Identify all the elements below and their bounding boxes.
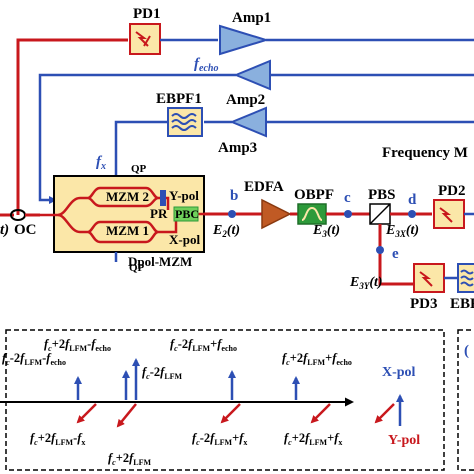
obpf-label: OBPF bbox=[294, 187, 334, 203]
spectrum-top-labels: fc-2fLFM-fecho fc+2fLFM-fecho fc-2fLFM+f… bbox=[2, 337, 352, 381]
e2-label: E2(t) bbox=[212, 223, 240, 239]
echo-line-to-mzm bbox=[38, 73, 236, 204]
ebpf1-block: EBPF1 bbox=[156, 91, 203, 137]
pbs-label: PBS bbox=[368, 187, 396, 203]
ypol-arrow-3 bbox=[220, 403, 241, 424]
ebf-block: EBF bbox=[450, 263, 474, 312]
point-b-label: b bbox=[230, 188, 238, 204]
point-c-dot bbox=[344, 210, 352, 218]
qp-top-label: QP bbox=[131, 163, 147, 175]
pr-label: PR bbox=[150, 206, 168, 221]
spec-top-label-5: fc+2fLFM+fecho bbox=[282, 351, 352, 367]
ypol-arrow-2 bbox=[116, 403, 137, 428]
fecho-label: fecho bbox=[194, 56, 218, 74]
xpol-label: X-pol bbox=[169, 232, 200, 247]
spec-bottom-label-1: fc+2fLFM-fx bbox=[30, 431, 85, 447]
pd2-label: PD2 bbox=[438, 183, 466, 199]
spec-top-label-2: fc+2fLFM-fecho bbox=[44, 337, 111, 353]
pd3-label: PD3 bbox=[410, 296, 438, 312]
pbc-element bbox=[173, 206, 199, 222]
edfa-label: EDFA bbox=[244, 179, 284, 195]
amp2-triangle bbox=[233, 59, 271, 91]
e3x-label: E3X(t) bbox=[385, 223, 419, 239]
point-e-label: e bbox=[392, 246, 399, 262]
ypol-label: Y-pol bbox=[169, 188, 199, 203]
dpol-mzm-label: Dpol-MZM bbox=[128, 254, 192, 269]
side-panel-mark: ( bbox=[464, 343, 469, 359]
pd3-block: PD3 bbox=[410, 263, 445, 312]
edfa-triangle bbox=[261, 198, 292, 230]
e3y-label: E3Y(t) bbox=[349, 275, 383, 291]
spectrum-bottom-labels: fc+2fLFM-fx fc+2fLFM fc-2fLFM+fx fc+2fLF… bbox=[30, 431, 342, 467]
legend-ypol-label: Y-pol bbox=[388, 433, 420, 448]
amp3-label: Amp3 bbox=[218, 140, 257, 156]
pbs-y-out-line bbox=[378, 224, 420, 286]
ypol-arrows bbox=[76, 403, 395, 428]
amp3-triangle bbox=[229, 106, 267, 138]
point-c-label: c bbox=[344, 190, 351, 206]
optical-line-to-pd1 bbox=[16, 38, 128, 215]
pr-element bbox=[160, 190, 166, 206]
ebpf1-label: EBPF1 bbox=[156, 91, 202, 107]
spectrum-panel bbox=[5, 329, 445, 471]
spec-bottom-label-4: fc+2fLFM+fx bbox=[284, 431, 342, 447]
ebf-label: EBF bbox=[450, 296, 474, 312]
amp1-triangle bbox=[219, 24, 270, 56]
amp1-label: Amp1 bbox=[232, 10, 271, 26]
point-e-dot bbox=[376, 246, 384, 254]
fx-label: fx bbox=[96, 154, 106, 172]
point-d-dot bbox=[408, 210, 416, 218]
mzm-waveguides bbox=[40, 186, 204, 244]
oc-prefix: t) bbox=[0, 222, 9, 238]
frequency-m-label: Frequency M bbox=[382, 145, 468, 161]
fx-line-to-mzm bbox=[112, 120, 168, 186]
spec-bottom-label-2: fc+2fLFM bbox=[108, 451, 152, 467]
legend-xpol-label: X-pol bbox=[382, 365, 416, 380]
oc-coupler: t) OC bbox=[0, 209, 40, 238]
mzm1-label: MZM 1 bbox=[106, 223, 149, 238]
side-panel bbox=[457, 329, 474, 471]
pd1-block: PD1 bbox=[129, 6, 161, 55]
xpol-arrows bbox=[74, 358, 404, 426]
spec-top-label-4: fc-2fLFM bbox=[142, 365, 183, 381]
spec-top-label-3: fc-2fLFM+fecho bbox=[170, 337, 237, 353]
obpf-block: OBPF bbox=[294, 187, 334, 225]
amp2-label: Amp2 bbox=[226, 92, 265, 108]
oc-label: OC bbox=[14, 222, 37, 238]
point-d-label: d bbox=[408, 192, 417, 208]
pbc-label: PBC bbox=[175, 207, 199, 221]
spec-bottom-label-3: fc-2fLFM+fx bbox=[192, 431, 247, 447]
ypol-legend-arrow bbox=[374, 403, 395, 424]
mzm2-label: MZM 2 bbox=[106, 189, 149, 204]
spec-top-label-1: fc-2fLFM-fecho bbox=[2, 351, 66, 367]
pd1-label: PD1 bbox=[133, 6, 161, 22]
qp-bottom-label: QP bbox=[129, 262, 145, 274]
ypol-arrow-4 bbox=[310, 403, 331, 424]
pbs-block: PBS bbox=[368, 187, 396, 225]
ypol-arrow-1 bbox=[76, 403, 97, 424]
e3-label: E3(t) bbox=[312, 223, 340, 239]
pd2-block: PD2 bbox=[433, 183, 466, 229]
point-b-dot bbox=[228, 210, 236, 218]
